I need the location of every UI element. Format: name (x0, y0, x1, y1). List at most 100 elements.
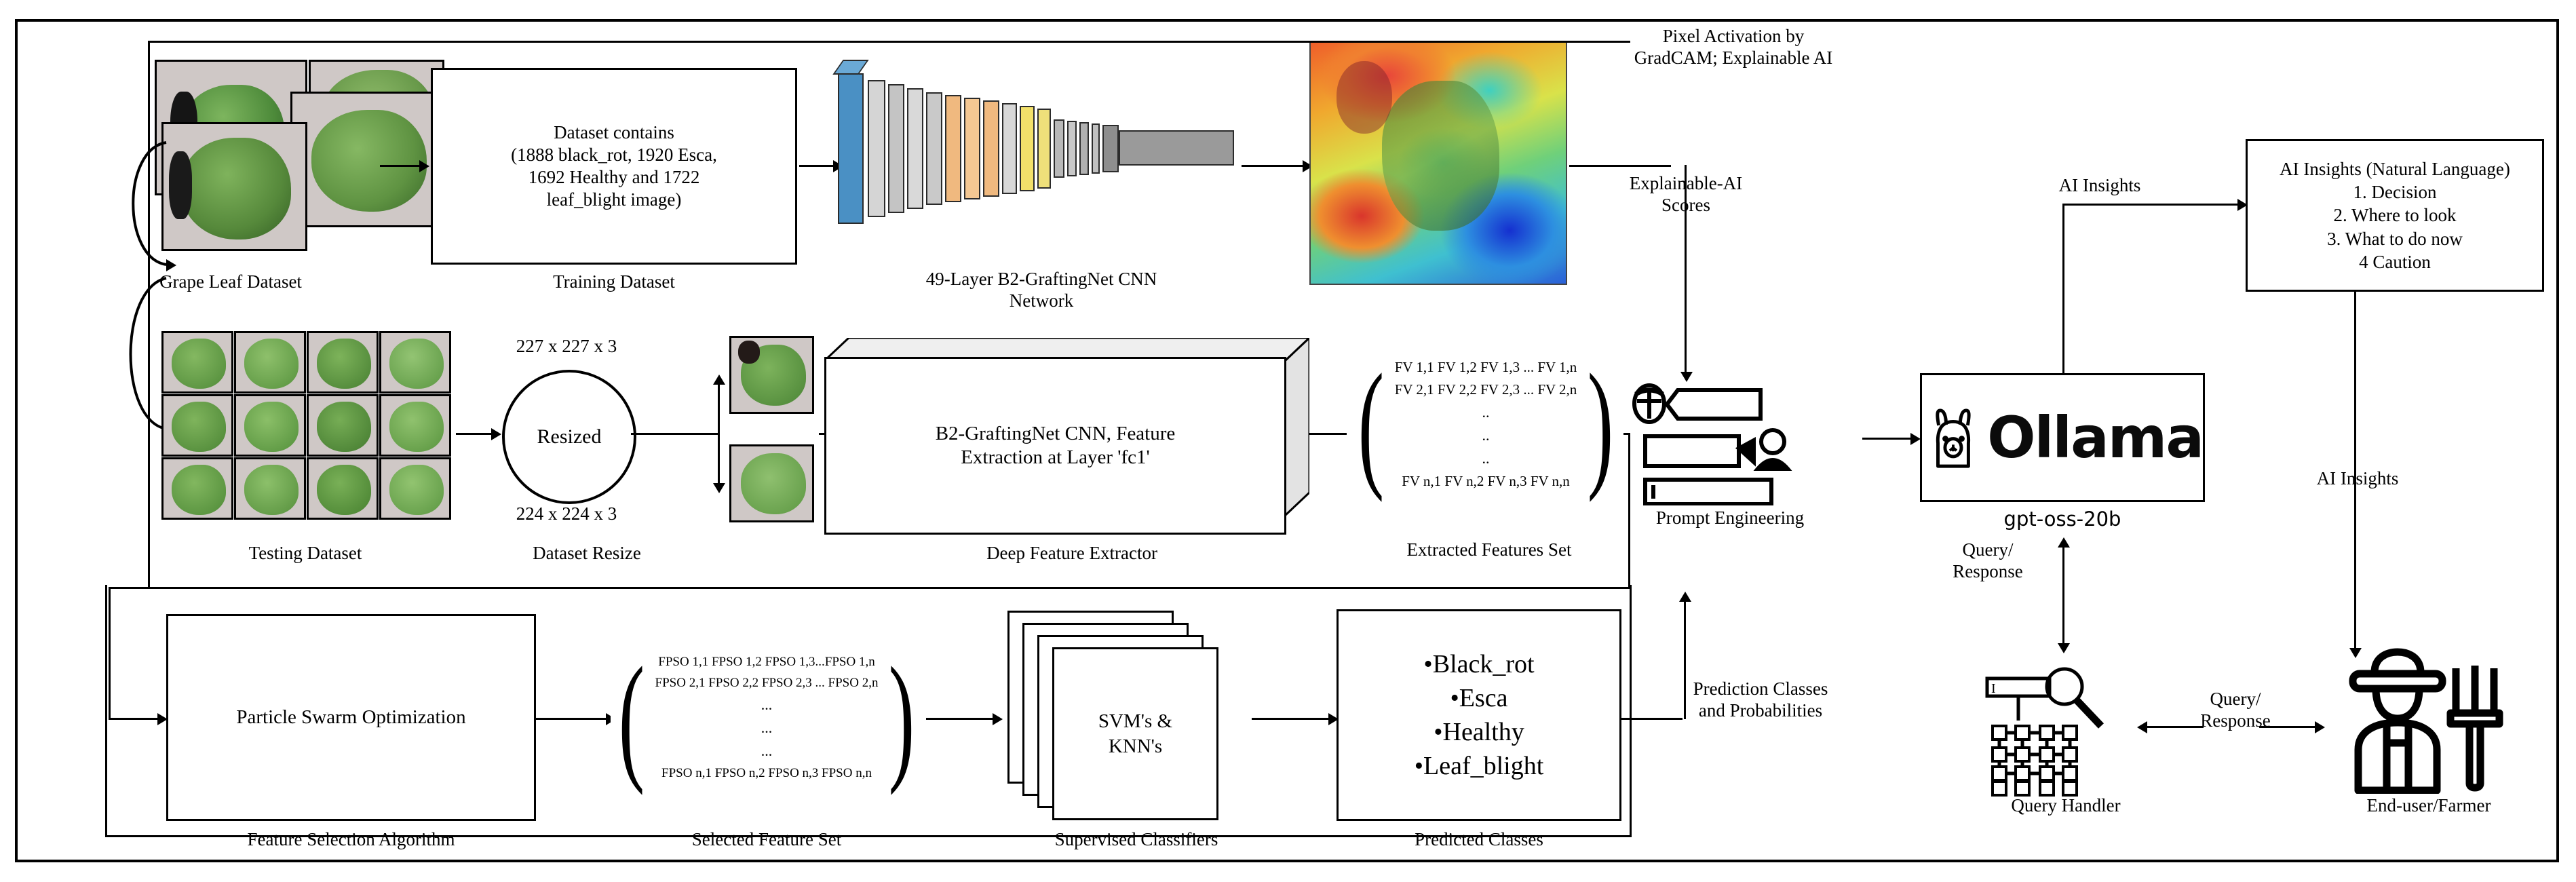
deep-feature-extractor-box: B2-GraftingNet CNN, Feature Extraction a… (824, 338, 1309, 535)
row2-group-border (149, 326, 1642, 583)
grape-leaf-dataset-caption: Grape Leaf Dataset (159, 271, 302, 292)
query-response-v-line1: Query/ (1962, 539, 2014, 560)
line-predicted-to-prompt (1620, 718, 1683, 720)
extracted-features-matrix: ( FV 1,1 FV 1,2 FV 1,3 ... FV 1,n FV 2,1… (1347, 319, 1625, 529)
cnn-caption-line2: Network (1009, 290, 1074, 311)
testing-tile-8 (379, 394, 451, 457)
cnn-layer-4 (907, 88, 923, 209)
training-line-4: leaf_blight image) (546, 189, 682, 210)
line-qh-to-farmer-left (2144, 726, 2204, 728)
supervised-classifiers-caption: Supervised Classifiers (1054, 829, 1218, 849)
farmer-icon (2349, 648, 2503, 794)
training-dataset-box: Dataset contains (1888 black_rot, 1920 E… (431, 68, 797, 265)
cnn-layer-fc (1102, 125, 1119, 172)
prompt-engineering-caption: Prompt Engineering (1655, 507, 1805, 528)
arrow-testing-to-resize (456, 433, 495, 435)
gradcam-title-line1: Pixel Activation by (1662, 26, 1805, 46)
resize-top-dim: 227 x 227 x 3 (516, 336, 617, 356)
arrowhead-to-farmer (2315, 721, 2325, 733)
line-resize-out (631, 433, 719, 435)
pso-feed-vline (109, 587, 111, 719)
cnn-layer-13 (1067, 121, 1077, 176)
arrowhead-resize-up (713, 375, 725, 385)
extractor-line2: Extraction at Layer 'fc1' (961, 446, 1150, 468)
predicted-classes-caption: Predicted Classes (1415, 829, 1543, 849)
training-line-1: Dataset contains (554, 122, 674, 143)
fv-row-dots-1: .. (1482, 403, 1490, 421)
cnn-layer-6 (945, 95, 961, 202)
cnn-layer-7 (964, 98, 980, 199)
arrowhead-testing-to-resize (491, 428, 501, 440)
ai-insight-item-3: 3. What to do now (2327, 228, 2463, 249)
cnn-layer-10 (1020, 106, 1035, 191)
fv-row-1: FV 1,1 FV 1,2 FV 1,3 ... FV 1,n (1394, 358, 1577, 375)
resize-circle-label: Resized (537, 425, 602, 448)
arrowhead-selected-to-classifiers (993, 713, 1003, 725)
matrix-bracket-left: ( (1358, 345, 1384, 503)
arrow-pso-to-selected (536, 718, 611, 720)
fpso-dots-3: ... (761, 742, 773, 759)
testing-dataset-caption: Testing Dataset (248, 543, 362, 563)
line-resize-branch (718, 380, 720, 487)
cnn-layer-5 (926, 92, 942, 205)
arrow-extractor-to-features (1309, 433, 1350, 435)
extractor-front-face: B2-GraftingNet CNN, Feature Extraction a… (824, 357, 1286, 535)
cnn-layer-12 (1054, 119, 1064, 178)
testing-tile-10 (234, 457, 306, 520)
cnn-layer-output (1119, 130, 1234, 166)
training-line-2: (1888 black_rot, 1920 Esca, (511, 145, 717, 166)
cnn-layer-input (838, 73, 864, 224)
selected-bracket-left: ( (618, 638, 645, 797)
supervised-classifiers-stack: SVM's & KNN's (1007, 611, 1258, 821)
extractor-text: B2-GraftingNet CNN, Feature Extraction a… (929, 419, 1183, 473)
query-response-horizontal-label: Query/ Response (2174, 689, 2296, 732)
training-dataset-text: Dataset contains (1888 black_rot, 1920 E… (504, 119, 724, 214)
line-xai-down (1685, 165, 1687, 375)
training-line-3: 1692 Healthy and 1722 (528, 167, 700, 187)
cnn-network-stack (832, 54, 1245, 258)
prediction-label-line1: Prediction Classes (1693, 678, 1828, 699)
testing-tile-3 (307, 331, 379, 394)
fpso-row-2: FPSO 2,1 FPSO 2,2 FPSO 2,3 ... FPSO 2,n (655, 676, 879, 690)
query-response-vertical-label: Query/ Response (1920, 539, 2056, 583)
predicted-class-item: •Leaf_blight (1414, 752, 1544, 781)
deep-feature-extractor-caption: Deep Feature Extractor (986, 543, 1157, 563)
classifier-line1: SVM's & (1098, 710, 1173, 733)
line-qh-to-farmer-right (2259, 726, 2319, 728)
extractor-line1: B2-GraftingNet CNN, Feature (935, 422, 1176, 444)
arrowhead-prompt-to-ollama (1910, 433, 1921, 445)
features-to-pso-hline-bottom (109, 587, 1630, 589)
resized-sample-227 (729, 336, 814, 414)
fpso-dots-1: ... (761, 696, 773, 713)
query-response-v-line2: Response (1953, 560, 2023, 581)
predicted-class-item: •Healthy (1434, 718, 1524, 746)
features-to-pso-hline-top (1623, 433, 1630, 435)
extractor-side-face (1285, 338, 1309, 516)
pso-caption: Feature Selection Algorithm (247, 829, 455, 849)
predicted-class-leaf-blight: Leaf_blight (1423, 752, 1544, 781)
predicted-class-item: •Esca (1450, 683, 1508, 712)
testing-tile-9 (161, 457, 233, 520)
testing-dataset-group (161, 331, 453, 521)
resized-sample-224 (729, 444, 814, 522)
query-handler-caption: Query Handler (2011, 795, 2121, 816)
classifier-line2: KNN's (1108, 735, 1163, 757)
arrowhead-dataset-to-training (419, 160, 429, 172)
fv-row-n: FV n,1 FV n,2 FV n,3 FV n,n (1402, 472, 1570, 489)
extracted-features-rows: FV 1,1 FV 1,2 FV 1,3 ... FV 1,n FV 2,1 F… (1395, 356, 1577, 493)
training-dataset-caption: Training Dataset (553, 271, 675, 292)
prompt-engineering-group (1625, 383, 1835, 505)
line-insights-down (2354, 292, 2356, 651)
selected-feature-set-caption: Selected Feature Set (691, 829, 842, 849)
features-to-pso-vline (1628, 433, 1630, 589)
pso-feed-hline (109, 718, 163, 720)
ai-insight-item-4: 4 Caution (2359, 251, 2431, 272)
gradcam-title: Pixel Activation by GradCAM; Explainable… (1557, 26, 1910, 69)
testing-tile-6 (234, 394, 306, 457)
ollama-wordmark: Ollama (1987, 404, 2204, 471)
testing-tile-7 (307, 394, 379, 457)
query-response-h-line2: Response (2200, 710, 2271, 731)
query-response-h-line1: Query/ (2210, 689, 2261, 709)
cnn-layer-8 (983, 100, 999, 197)
